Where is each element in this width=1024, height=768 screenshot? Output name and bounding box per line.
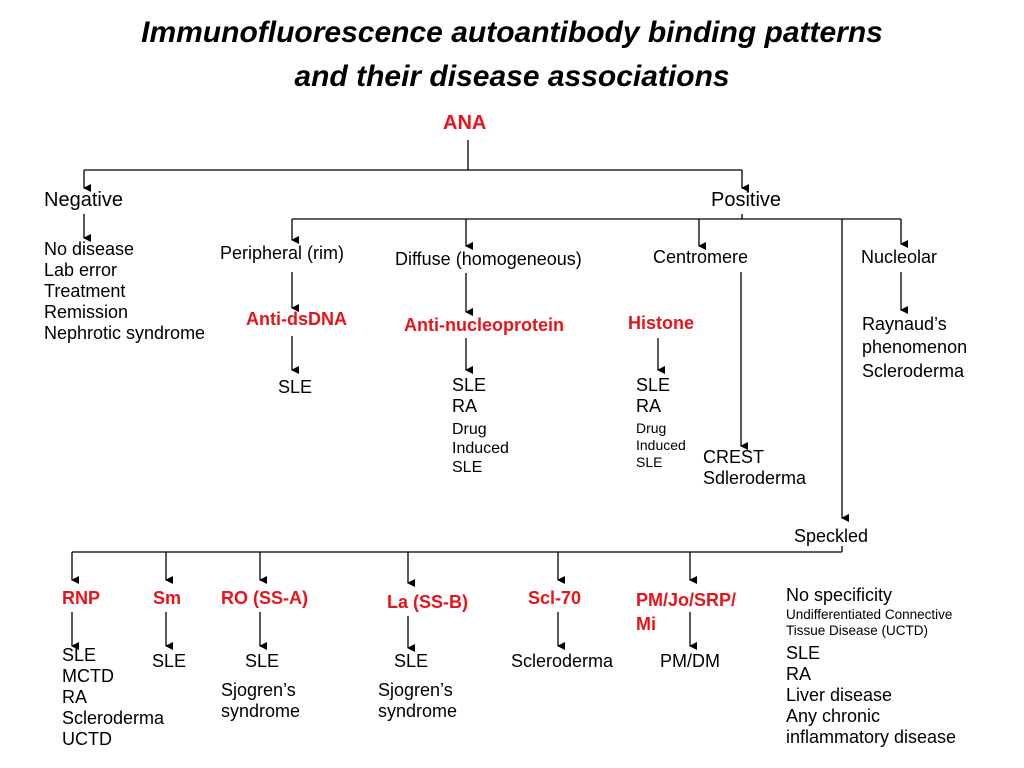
centromere-disease: CREST — [703, 447, 765, 467]
title-line-1: Immunofluorescence autoantibody binding … — [141, 16, 883, 49]
negative-item: No disease — [44, 239, 135, 259]
la-disease-list: Sjogren’s syndrome — [378, 680, 457, 722]
no-specificity-disease: SLE — [786, 643, 821, 663]
la-disease: Sjogren’s — [378, 680, 453, 700]
nucleolar-disease: phenomenon — [862, 337, 968, 358]
negative-item: Nephrotic syndrome — [44, 323, 206, 344]
la-disease: syndrome — [378, 701, 458, 722]
rnp-disease: UCTD — [62, 729, 112, 750]
no-specificity-disease: Liver disease — [786, 685, 893, 706]
histone-disease: RA — [636, 396, 662, 417]
title-line-2: and their disease associations — [294, 60, 730, 93]
uctd-small-list: Undifferentiated Connective Tissue Disea… — [786, 607, 952, 640]
diffuse-diseases: SLE RA — [452, 375, 486, 417]
histone-small-list: Drug Induced SLE — [636, 420, 686, 470]
no-specificity-diseases: SLE RA Liver disease Any chronic inflamm… — [786, 643, 956, 748]
uctd-small: Tissue Disease (UCTD) — [786, 623, 929, 639]
rnp-disease: SLE — [62, 645, 97, 665]
histone-small: Drug — [636, 420, 667, 436]
diffuse-small: SLE — [452, 459, 483, 477]
scl-70-node: Scl-70 — [528, 588, 582, 608]
speckled-node: Speckled — [794, 526, 869, 546]
no-specificity-disease: RA — [786, 664, 812, 685]
pm-jo-srp-line: PM/Jo/SRP/ — [636, 590, 737, 610]
centromere-diseases: CREST Sdleroderma — [703, 447, 806, 489]
histone-small: SLE — [636, 453, 663, 470]
negative-item: Lab error — [44, 260, 118, 281]
nucleolar-diseases: Raynaud’s phenomenon Scleroderma — [862, 313, 967, 383]
diffuse-small: Induced — [452, 440, 509, 458]
diffuse-small: Drug — [452, 421, 487, 438]
diffuse-disease: RA — [452, 396, 478, 417]
diffuse-node: Diffuse (homogeneous) — [395, 249, 582, 269]
negative-list: No disease Lab error Treatment Remission… — [44, 239, 205, 344]
rnp-node: RNP — [62, 588, 101, 608]
histone-small: Induced — [636, 436, 686, 453]
negative-item: Treatment — [44, 281, 126, 302]
centromere-node: Centromere — [653, 247, 749, 267]
ro-disease-list: Sjogren’s syndrome — [221, 680, 300, 722]
scl-70-disease: Scleroderma — [511, 651, 614, 671]
nucleolar-node: Nucleolar — [861, 247, 938, 267]
no-specificity-disease: inflammatory disease — [786, 727, 957, 748]
rnp-disease: Scleroderma — [62, 708, 165, 729]
histone-node: Histone — [628, 313, 695, 333]
centromere-disease: Sdleroderma — [703, 468, 807, 489]
ro-disease: syndrome — [221, 701, 301, 722]
ro-disease: Sjogren’s — [221, 680, 296, 700]
pm-dm-disease: PM/DM — [660, 651, 720, 671]
histone-disease: SLE — [636, 375, 671, 395]
anti-nucleoprotein-node: Anti-nucleoprotein — [404, 315, 564, 335]
diffuse-disease: SLE — [452, 375, 487, 395]
ro-ss-a-node: RO (SS-A) — [221, 588, 308, 608]
no-specificity-disease: Any chronic — [786, 706, 881, 727]
la-disease: SLE — [394, 651, 429, 671]
peripheral-disease: SLE — [278, 377, 313, 397]
ana-node: ANA — [443, 112, 487, 134]
nucleolar-disease: Raynaud’s — [862, 314, 947, 334]
rnp-disease: MCTD — [62, 666, 114, 687]
sm-disease: SLE — [152, 651, 187, 671]
pm-jo-srp-mi-node: PM/Jo/SRP/ Mi — [636, 588, 736, 637]
negative-item: Remission — [44, 302, 129, 323]
ro-disease: SLE — [245, 651, 280, 671]
rnp-disease: RA — [62, 687, 88, 708]
histone-diseases: SLE RA — [636, 375, 670, 417]
sm-node: Sm — [153, 588, 182, 608]
negative-node: Negative — [44, 189, 123, 211]
no-specificity-node: No specificity — [786, 585, 893, 605]
la-ss-b-node: La (SS-B) — [387, 592, 468, 612]
uctd-small: Undifferentiated Connective — [786, 607, 953, 622]
anti-dsdna-node: Anti-dsDNA — [246, 309, 347, 329]
peripheral-node: Peripheral (rim) — [220, 243, 345, 263]
mi-line: Mi — [636, 614, 656, 635]
diffuse-small-list: Drug Induced SLE — [452, 420, 509, 478]
positive-node: Positive — [711, 189, 782, 211]
nucleolar-disease: Scleroderma — [862, 360, 965, 381]
rnp-diseases: SLE MCTD RA Scleroderma UCTD — [62, 645, 164, 750]
